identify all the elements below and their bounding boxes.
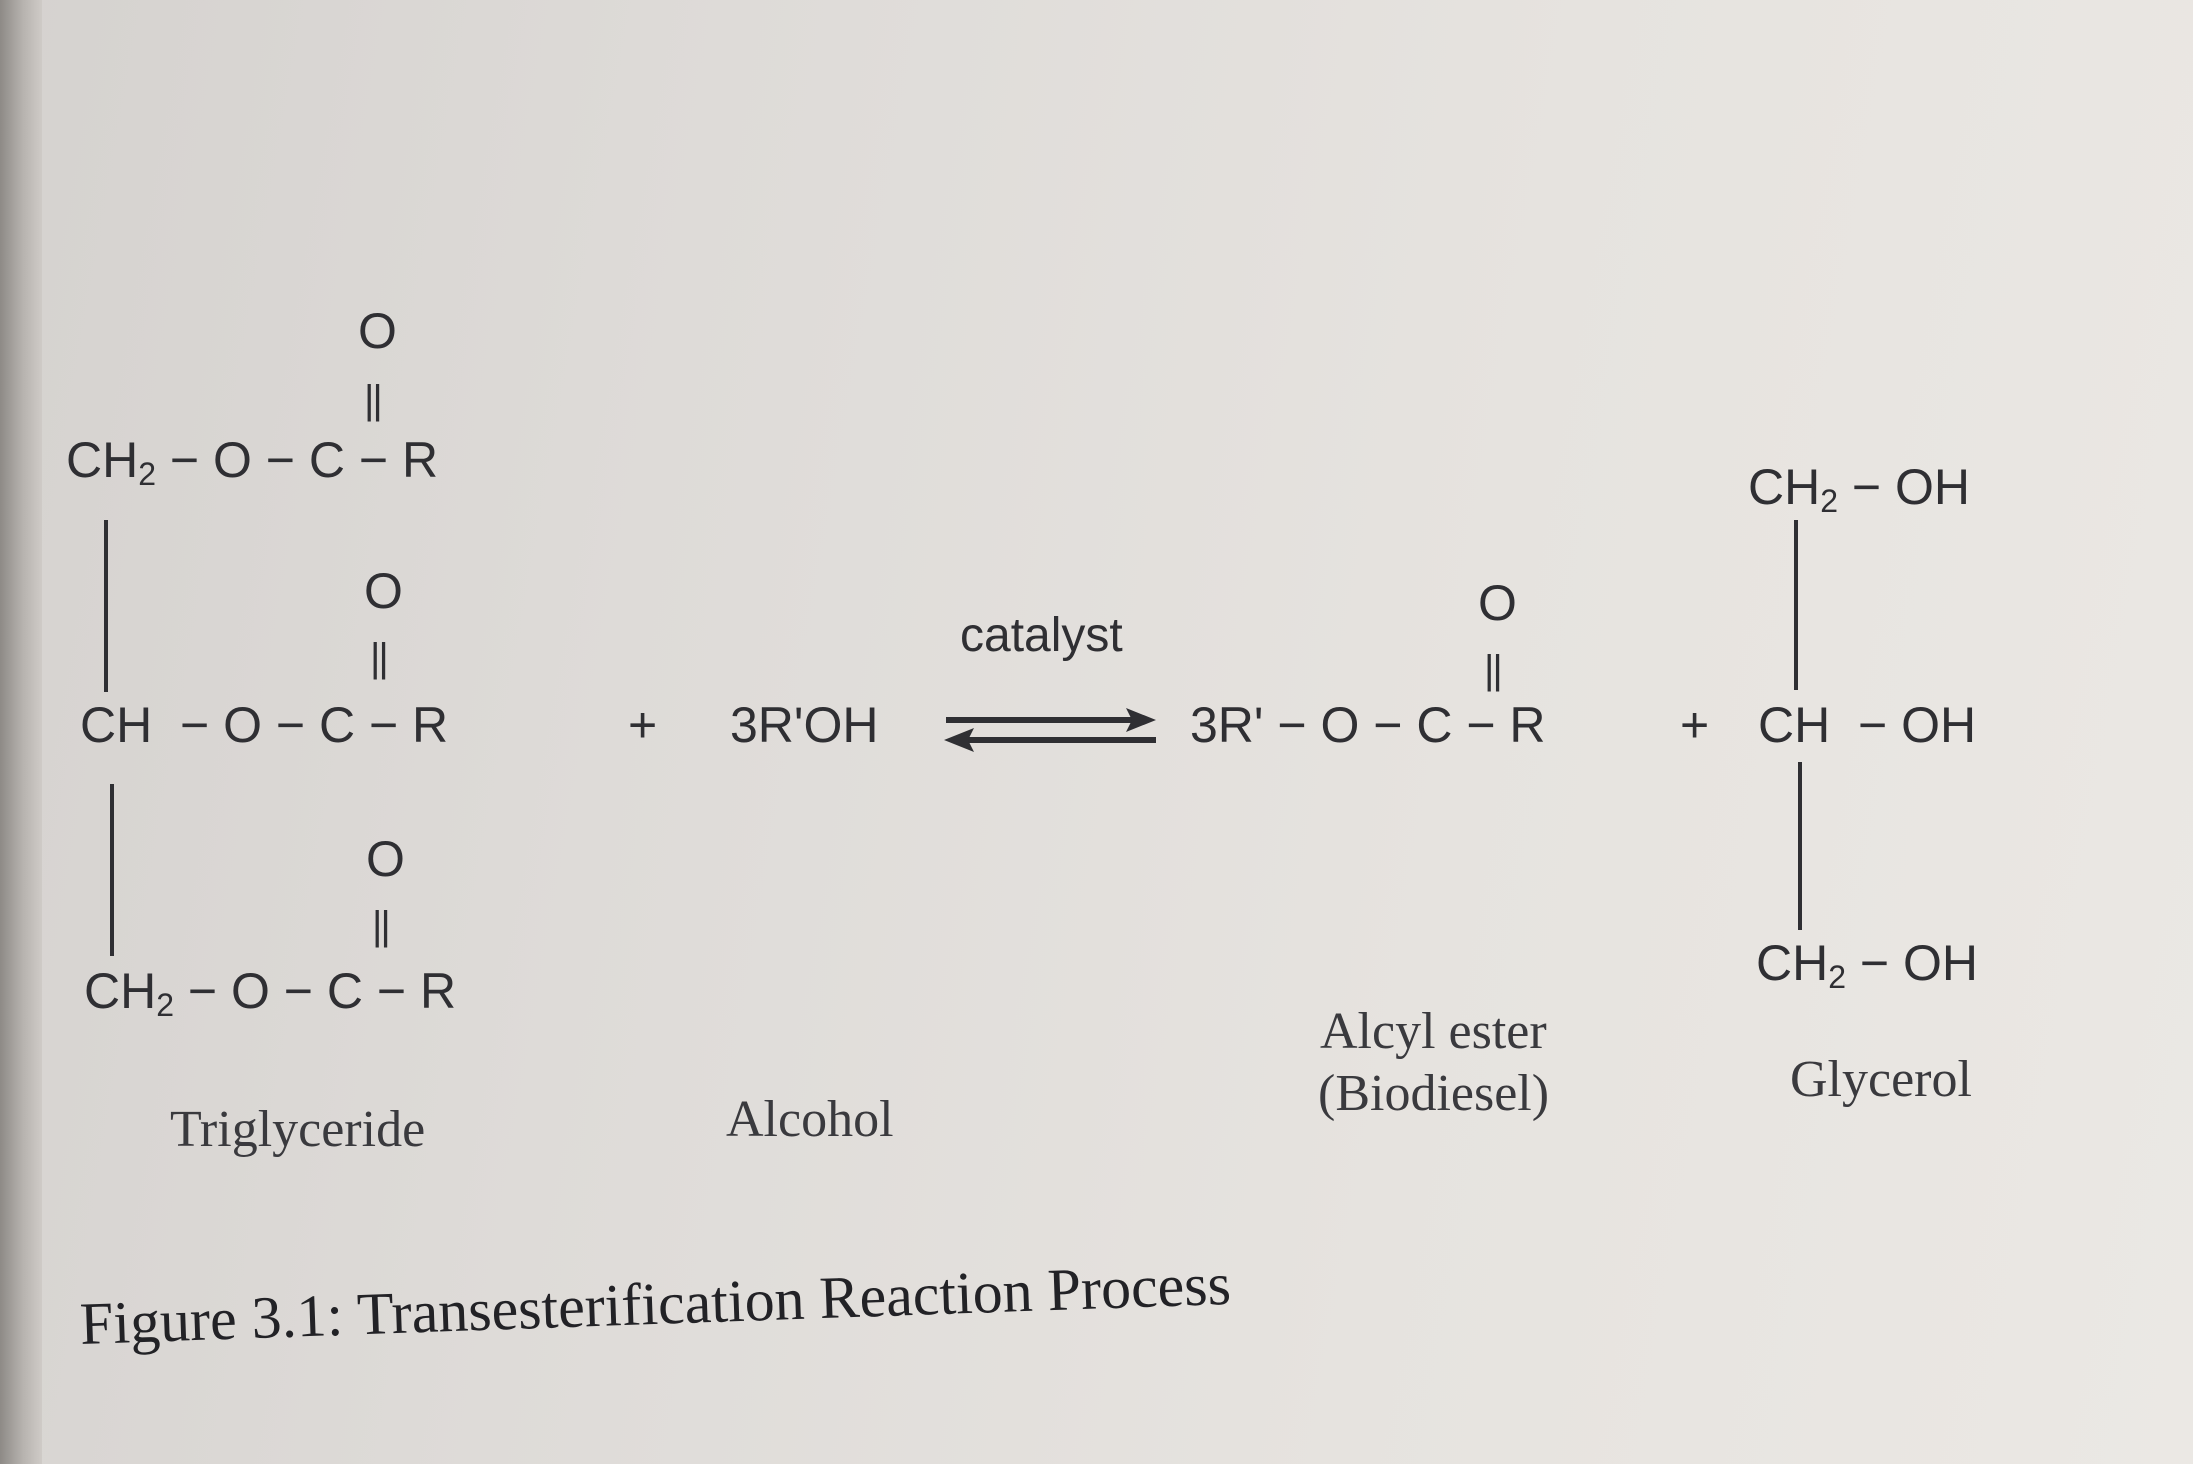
tg-double-bond-3: || [372,904,391,948]
plus-sign-1: + [628,697,658,753]
tg-double-bond-1: || [364,378,383,422]
triglyceride-label: Triglyceride [170,1101,426,1158]
plus-sign-2: + [1680,697,1710,753]
book-page-edge [0,0,42,1464]
glycerol-backbone-bond-1 [1794,520,1798,690]
equilibrium-arrow-icon [944,708,1156,752]
tg-carbonyl-oxygen-1: O [358,303,397,359]
glycerol-row-1: CH2 − OH [1748,459,1970,519]
glycerol-row-3: CH2 − OH [1756,935,1978,995]
alcohol-label: Alcohol [726,1091,894,1148]
tg-carbonyl-oxygen-3: O [366,831,405,887]
tg-double-bond-2: || [370,636,389,680]
tg-carbonyl-oxygen-2: O [364,563,403,619]
ester-carbonyl-oxygen: O [1478,575,1517,631]
tg-row-2: CH − O − C − R [80,697,449,753]
ester-label-line-2: (Biodiesel) [1318,1065,1550,1122]
ester-double-bond: || [1484,648,1503,692]
tg-row-3: CH2 − O − C − R [84,963,457,1023]
catalyst-label: catalyst [960,609,1123,662]
ester-label-line-1: Alcyl ester [1320,1003,1547,1060]
tg-backbone-bond-2 [110,784,114,956]
tg-backbone-bond-1 [104,520,108,692]
figure-caption: Figure 3.1: Transesterification Reaction… [78,1250,1232,1357]
tg-row-1: CH2 − O − C − R [66,432,439,492]
glycerol-backbone-bond-2 [1798,762,1802,930]
ester-formula: 3R' − O − C − R [1190,697,1546,753]
alcohol-formula: 3R'OH [730,697,879,753]
glycerol-row-2: CH − OH [1758,697,1977,753]
glycerol-label: Glycerol [1790,1051,1972,1108]
